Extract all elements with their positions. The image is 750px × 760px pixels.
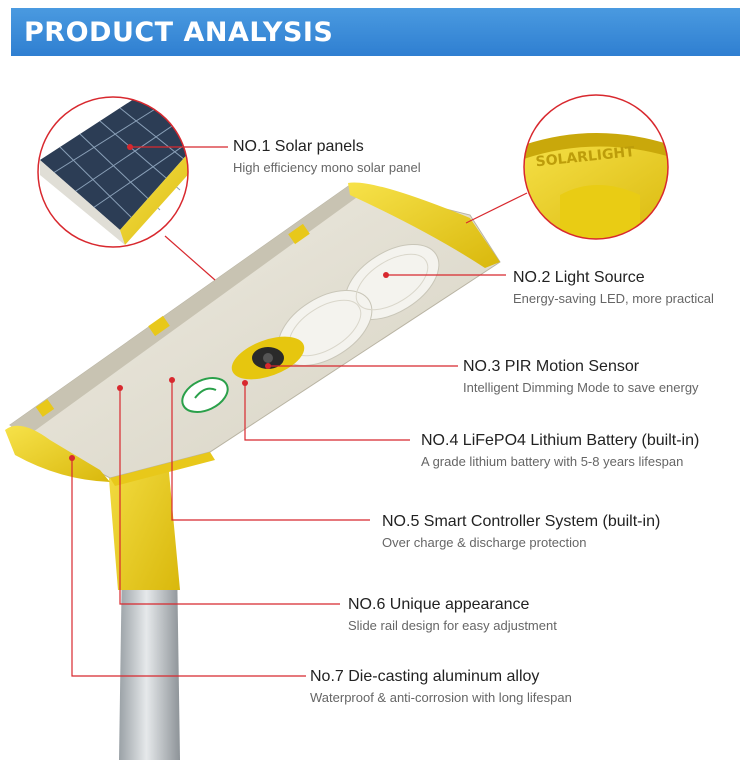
callout-dots [69,144,389,461]
callout-battery: NO.4 LiFePO4 Lithium Battery (built-in) … [421,431,699,471]
callout-subtitle: Over charge & discharge protection [382,535,587,550]
callout-controller: NO.5 Smart Controller System (built-in) … [382,512,660,552]
callout-title: NO.1 Solar panels [233,138,364,155]
callout-subtitle: Slide rail design for easy adjustment [348,618,557,633]
callout-lines [71,146,528,677]
header-banner: PRODUCT ANALYSIS [11,8,740,56]
callout-subtitle: High efficiency mono solar panel [233,160,421,175]
callout-solar-panels: NO.1 Solar panels High efficiency mono s… [233,137,421,177]
callout-title: NO.5 Smart Controller System (built-in) [382,513,661,530]
callout-title: NO.4 LiFePO4 Lithium Battery (built-in) [421,432,700,449]
callout-title: NO.2 Light Source [513,269,645,286]
callout-subtitle: Intelligent Dimming Mode to save energy [463,380,699,395]
solar-panel-zoom [37,96,189,248]
callout-subtitle: Energy-saving LED, more practical [513,291,714,306]
callout-aluminum: No.7 Die-casting aluminum alloy Waterpro… [310,667,572,707]
pir-sensor [231,336,305,380]
callout-title: NO.3 PIR Motion Sensor [463,358,640,375]
callout-subtitle: Waterproof & anti-corrosion with long li… [310,690,572,705]
callout-appearance: NO.6 Unique appearance Slide rail design… [348,595,557,635]
lamp-cap-zoom: SOLARLIGHT [523,94,669,240]
banner-title: PRODUCT ANALYSIS [24,17,334,48]
callout-subtitle: A grade lithium battery with 5-8 years l… [421,454,684,469]
callout-pir-sensor: NO.3 PIR Motion Sensor Intelligent Dimmi… [463,357,699,397]
callout-light-source: NO.2 Light Source Energy-saving LED, mor… [513,268,714,308]
brand-emblem-icon [181,377,229,413]
callout-title: No.7 Die-casting aluminum alloy [310,668,540,685]
callout-title: NO.6 Unique appearance [348,596,530,613]
